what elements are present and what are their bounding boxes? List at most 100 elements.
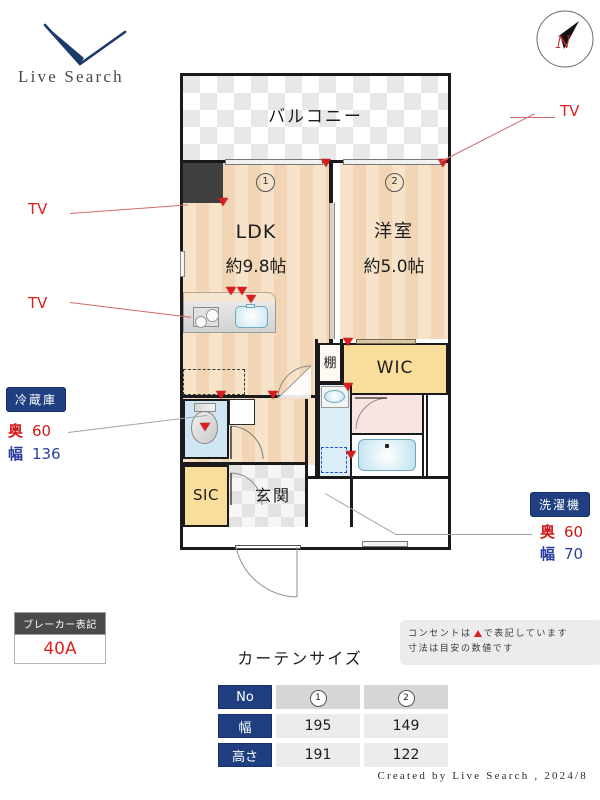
washer-width-value: 70	[564, 545, 584, 563]
outlet-marker	[268, 391, 278, 399]
wall-corridor-split	[350, 479, 353, 527]
note-line-1-before: コンセントは	[408, 629, 472, 639]
breaker-value: 40A	[14, 635, 106, 664]
bathtub-icon	[358, 439, 416, 471]
building-outline	[180, 73, 451, 550]
toilet-door-panel	[229, 399, 255, 425]
room-balcony	[183, 76, 448, 160]
curtain-height-1: 191	[276, 743, 360, 767]
outlet-marker	[216, 391, 226, 399]
outlet-marker	[343, 338, 353, 346]
tv-leader-right-2	[510, 117, 555, 118]
room-sic-label: SIC	[193, 486, 219, 504]
sliding-door-partition	[329, 203, 335, 339]
footer-credit: Created by Live Search , 2024/8	[377, 770, 588, 782]
wall-water-left	[315, 339, 318, 479]
notes-box: コンセントはで表記しています 寸法は目安の数値です	[400, 620, 600, 665]
room-wic-label: WIC	[376, 358, 414, 378]
wall-corridor-top	[183, 395, 329, 398]
window-marker-2: 2	[385, 173, 404, 192]
room-genkan	[229, 465, 305, 527]
curtain-row-header-no: No	[218, 685, 272, 709]
brand-name: Live Search	[18, 67, 124, 86]
tv-label-right: TV	[560, 102, 580, 120]
tv-leader-left-upper	[69, 204, 188, 214]
pipe-space-block	[183, 163, 223, 203]
tv-label-left-upper: TV	[28, 200, 48, 218]
outlet-marker	[246, 295, 256, 303]
table-row-no: No 1 2	[218, 685, 448, 709]
room-genkan-label: 玄関	[254, 486, 291, 505]
outlet-marker	[321, 159, 331, 167]
wic-sliding-door	[356, 339, 416, 344]
window-ldk-side	[180, 251, 185, 277]
fridge-width-row: 幅 136	[8, 443, 61, 464]
curtain-table-title: カーテンサイズ	[237, 649, 363, 668]
curtain-col-1: 1	[276, 685, 360, 709]
note-line-2: 寸法は目安の数値です	[408, 644, 515, 655]
cooktop-icon	[193, 307, 219, 328]
washbasin-icon	[324, 390, 345, 403]
wall-shelf-right	[340, 339, 343, 345]
wall-corridor-bottom	[308, 476, 448, 479]
ldk-door-swing	[277, 365, 312, 399]
outlet-marker	[226, 287, 236, 295]
table-row-height: 高さ 191 122	[218, 743, 448, 767]
room-bedroom	[340, 163, 448, 339]
faucet-icon	[246, 304, 255, 308]
curtain-col-2-circle: 2	[397, 689, 415, 707]
curtain-col-1-circle: 1	[309, 689, 327, 707]
wall-genkan-top	[183, 462, 305, 465]
outlet-marker	[438, 159, 448, 167]
genkan-inner-door-swing	[230, 472, 263, 506]
corridor-window	[362, 541, 408, 547]
toilet-door-swing	[230, 425, 264, 460]
curtain-height-2: 122	[364, 743, 448, 767]
room-bedroom-label: 洋室	[374, 221, 414, 242]
bathtub-drain-icon	[385, 444, 389, 448]
entrance-door-panel	[235, 545, 301, 549]
breaker-title: ブレーカー表記	[14, 612, 106, 635]
room-wic	[342, 343, 448, 395]
room-shelf-label: 棚	[323, 356, 337, 371]
outlet-marker	[237, 287, 247, 295]
tv-leader-left-lower	[69, 302, 192, 318]
washer-leader-horizontal	[396, 534, 532, 535]
brand-logo: Live Search	[18, 22, 178, 92]
kitchen-sink-icon	[235, 306, 268, 328]
bath-door-swing	[355, 397, 388, 430]
tv-leader-right	[440, 113, 535, 162]
compass-label: N	[555, 33, 572, 53]
washer-space	[321, 447, 347, 473]
fridge-callout-title: 冷蔵庫	[6, 387, 67, 412]
wall-partition-top	[329, 163, 333, 203]
room-shelf	[318, 343, 342, 383]
washer-depth-value: 60	[564, 523, 584, 541]
window-bedroom	[343, 159, 443, 165]
refrigerator-space	[183, 369, 245, 395]
wall-genkan-right	[305, 399, 308, 527]
window-ldk	[225, 159, 323, 165]
outlet-marker	[346, 451, 356, 459]
window-marker-1: 1	[256, 173, 275, 192]
room-balcony-label: バルコニー	[268, 107, 363, 127]
floor-plan: バルコニー LDK 約9.8帖 洋室 約5.0帖 1 2	[180, 73, 451, 598]
outlet-marker	[343, 383, 353, 391]
room-bedroom-area: 約5.0帖	[363, 257, 425, 277]
service-shaft	[426, 395, 448, 479]
room-ldk-area: 約9.8帖	[225, 257, 287, 277]
table-row-width: 幅 195 149	[218, 714, 448, 738]
outlet-marker	[200, 423, 210, 431]
note-line-1: コンセントはで表記しています	[408, 627, 594, 642]
check-mark-icon	[43, 23, 127, 66]
curtain-row-header-width: 幅	[218, 714, 272, 738]
fridge-width-value: 136	[32, 445, 61, 463]
curtain-size-table: No 1 2 幅 195 149 高さ 191 122	[214, 680, 452, 772]
fridge-width-label: 幅	[8, 445, 25, 463]
washer-callout-title: 洗濯機	[530, 492, 591, 517]
curtain-col-2: 2	[364, 685, 448, 709]
fridge-depth-value: 60	[32, 422, 52, 440]
